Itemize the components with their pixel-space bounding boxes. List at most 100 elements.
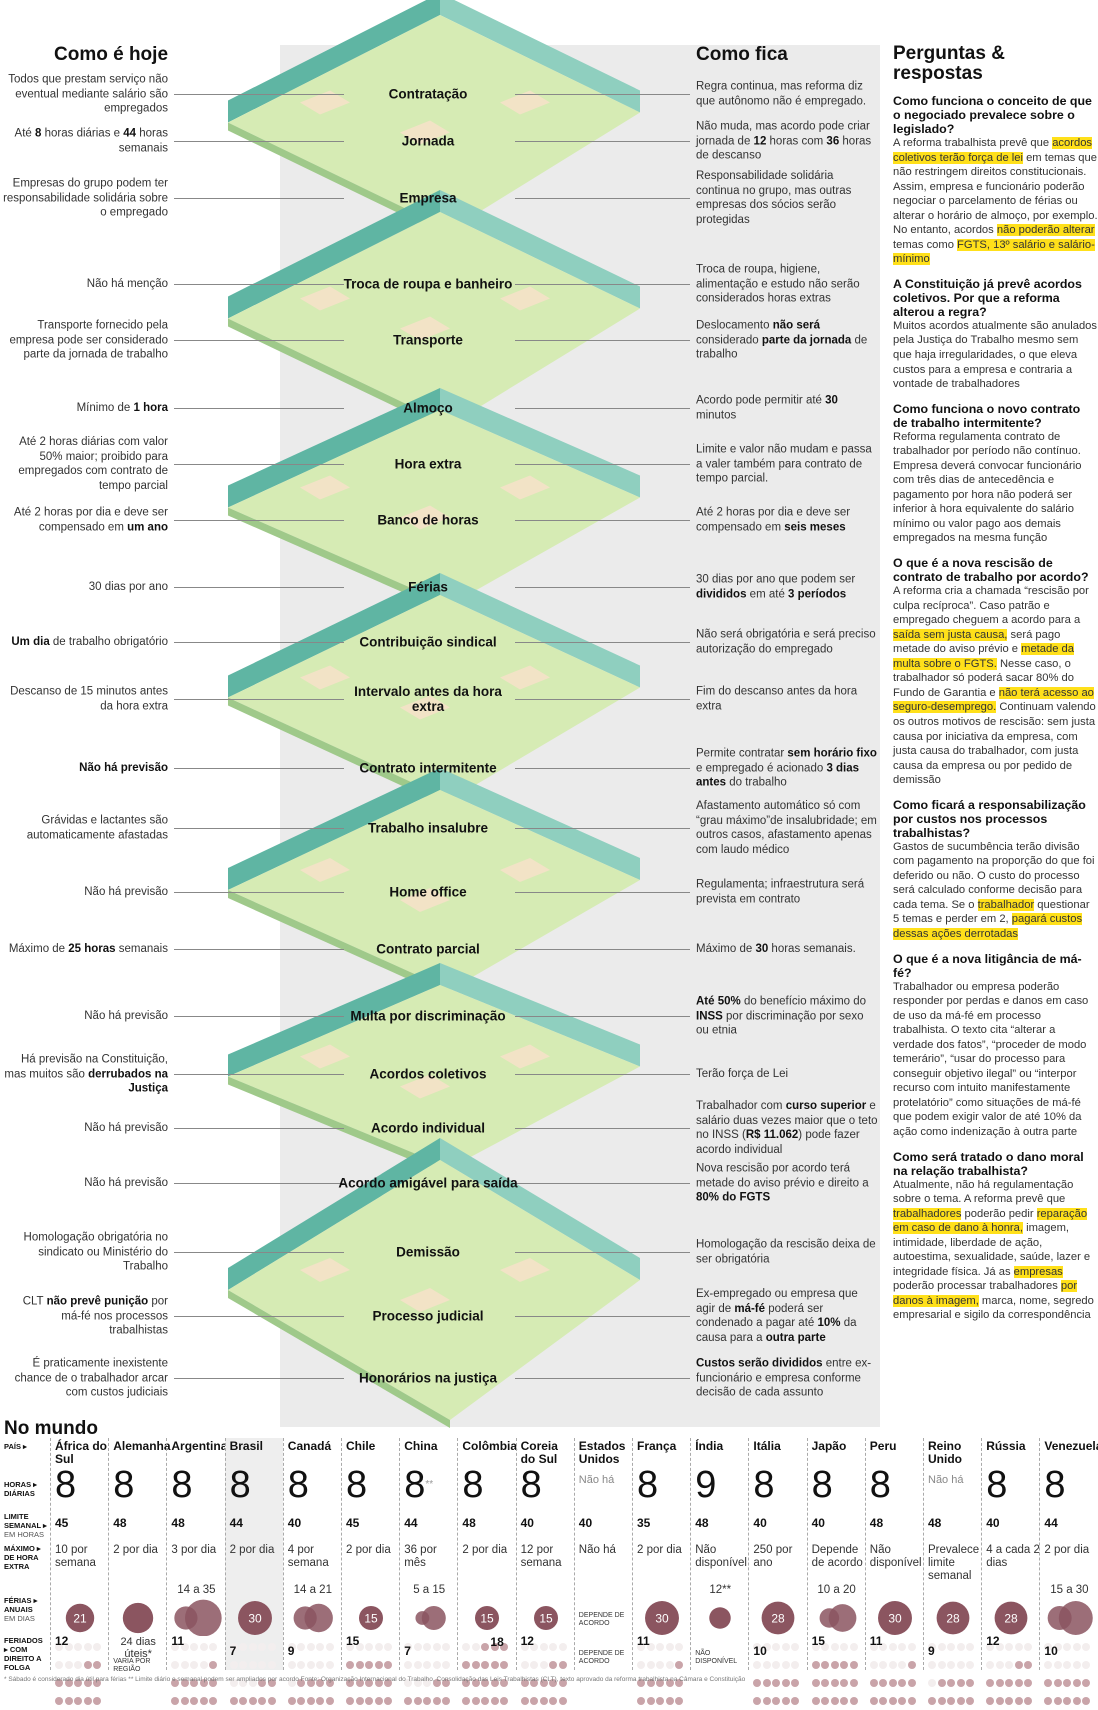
holiday-dots — [637, 1638, 689, 1710]
vacation-circles: 30 — [645, 1601, 679, 1635]
daily-hours-value: Não há — [578, 1474, 615, 1486]
vacation-range: 14 a 35 — [177, 1584, 216, 1596]
holiday-dot — [772, 1661, 781, 1669]
bold-segment: 44 — [123, 127, 137, 140]
holiday-dot — [306, 1643, 315, 1651]
country-name: Japão — [811, 1439, 847, 1453]
connector-line — [515, 198, 690, 199]
connector-line — [515, 464, 690, 465]
max-overtime: 250 por ano — [753, 1544, 793, 1569]
daily-hours-value: 8 — [171, 1464, 193, 1506]
row-new-text: Regulamenta; infraestrutura será previst… — [696, 878, 878, 907]
connector-line — [515, 1252, 690, 1253]
qa-question: Como ficará a responsabilização por cust… — [893, 797, 1086, 840]
daily-hours: 8 — [113, 1466, 134, 1504]
row-label-text: LIMITE SEMANAL ▸ — [4, 1512, 47, 1530]
text-segment: da causa para a — [696, 1317, 857, 1344]
holiday-dot — [947, 1661, 955, 1669]
text-segment: será pago metade do aviso prévio e — [893, 628, 1061, 656]
holidays-cell: DEPENDE DE ACORDO — [575, 1636, 633, 1670]
text-segment: Até — [14, 127, 35, 140]
text-segment: 30 dias por ano — [88, 580, 168, 593]
text-segment: imagem, intimidade, liberdade de ação, a… — [893, 1222, 1091, 1278]
text-segment: por discriminação por sexo ou etnia — [696, 1009, 864, 1037]
highlighted-segment: não poderão alterar — [996, 224, 1095, 237]
holiday-dot — [995, 1661, 1004, 1669]
holiday-dot — [239, 1697, 248, 1705]
row-new-text: Até 50% do benefício máximo do INSS por … — [696, 994, 878, 1038]
vacation-circles: 28 — [761, 1601, 795, 1635]
floor-surface — [228, 410, 640, 605]
holiday-dot — [481, 1643, 490, 1651]
holiday-dot — [637, 1679, 645, 1687]
holiday-dot — [297, 1697, 306, 1705]
holidays-cell: 11 — [866, 1634, 924, 1705]
holiday-dot — [1005, 1679, 1014, 1687]
connector-line — [174, 94, 344, 95]
vacation-range: 15 a 30 — [1050, 1584, 1089, 1596]
holiday-dot — [907, 1697, 916, 1705]
vacation-circle — [709, 1607, 731, 1629]
holiday-dot — [675, 1661, 683, 1669]
holiday-dot — [83, 1679, 92, 1687]
qa-question: Como será tratado o dano moral na relaçã… — [893, 1149, 1084, 1178]
connector-line — [515, 1316, 690, 1317]
holiday-dot — [937, 1643, 946, 1651]
text-segment: poderá ser condenado a pagar até — [696, 1302, 824, 1330]
holiday-dot — [74, 1697, 82, 1705]
holiday-dot — [346, 1643, 354, 1651]
holiday-dot — [325, 1661, 334, 1669]
holiday-dot — [316, 1661, 325, 1669]
holiday-dots — [986, 1638, 1038, 1710]
holidays-count: 15 — [811, 1634, 825, 1648]
desk-icon — [300, 858, 350, 882]
holiday-dot — [258, 1661, 267, 1669]
text-segment: Muitos acordos atualmente são anulados p… — [893, 319, 1097, 391]
holiday-dot — [986, 1643, 995, 1651]
vacation-circle — [421, 1605, 446, 1631]
holiday-dot — [907, 1679, 916, 1687]
holiday-dot — [258, 1643, 267, 1651]
holiday-dot — [888, 1661, 897, 1669]
holiday-dot — [849, 1697, 858, 1705]
row-label-unit: EM DIAS — [4, 1614, 35, 1623]
row-new-text: 30 dias por ano que podem ser divididos … — [696, 573, 878, 602]
holiday-dot — [907, 1643, 916, 1651]
holiday-dot — [325, 1643, 334, 1651]
bold-segment: Um dia — [11, 635, 50, 648]
holiday-dots — [171, 1638, 223, 1710]
holiday-dot — [1053, 1643, 1062, 1651]
text-segment: minutos — [696, 409, 737, 421]
holiday-dot — [93, 1643, 101, 1651]
holiday-dot — [306, 1697, 315, 1705]
holiday-dot — [956, 1679, 965, 1687]
text-segment: semanais — [115, 942, 168, 955]
text-segment: questionar 5 temas e perder em 2, — [893, 898, 1090, 926]
bold-segment: 80% do FGTS — [696, 1191, 771, 1204]
holiday-dot — [986, 1697, 995, 1705]
text-segment: e empregado é acionado — [696, 761, 827, 774]
holidays-cell: NÃO DISPONÍVEL — [691, 1636, 749, 1670]
topic-label: Honorários na justiça — [358, 1370, 498, 1386]
text-segment: A reforma trabalhista prevê que — [893, 137, 1053, 149]
max-overtime: 4 a cada 2 dias — [986, 1544, 1040, 1569]
text-segment: horas semanais. — [768, 942, 856, 955]
holiday-dot — [849, 1643, 858, 1651]
bold-segment: 30 — [825, 394, 838, 407]
daily-hours-value: 8 — [462, 1464, 484, 1506]
holiday-dot — [821, 1697, 830, 1705]
holiday-dot — [93, 1661, 101, 1669]
holiday-dot — [239, 1643, 248, 1651]
text-segment: Há previsão na Constituição, mas muitos … — [4, 1053, 168, 1080]
row-now-text: Não há menção — [0, 277, 168, 292]
row-now-text: Até 8 horas diárias e 44 horas semanais — [0, 127, 168, 156]
holiday-dot — [471, 1679, 480, 1687]
vacation-days: 30 — [655, 1612, 669, 1626]
vacation-circles: 30 — [237, 1601, 272, 1635]
connector-line — [515, 949, 690, 950]
highlighted-segment: saída sem justa causa, — [893, 628, 1008, 641]
vacation-range: 12** — [709, 1584, 732, 1596]
holiday-dot — [928, 1697, 936, 1705]
holiday-dot — [258, 1697, 267, 1705]
